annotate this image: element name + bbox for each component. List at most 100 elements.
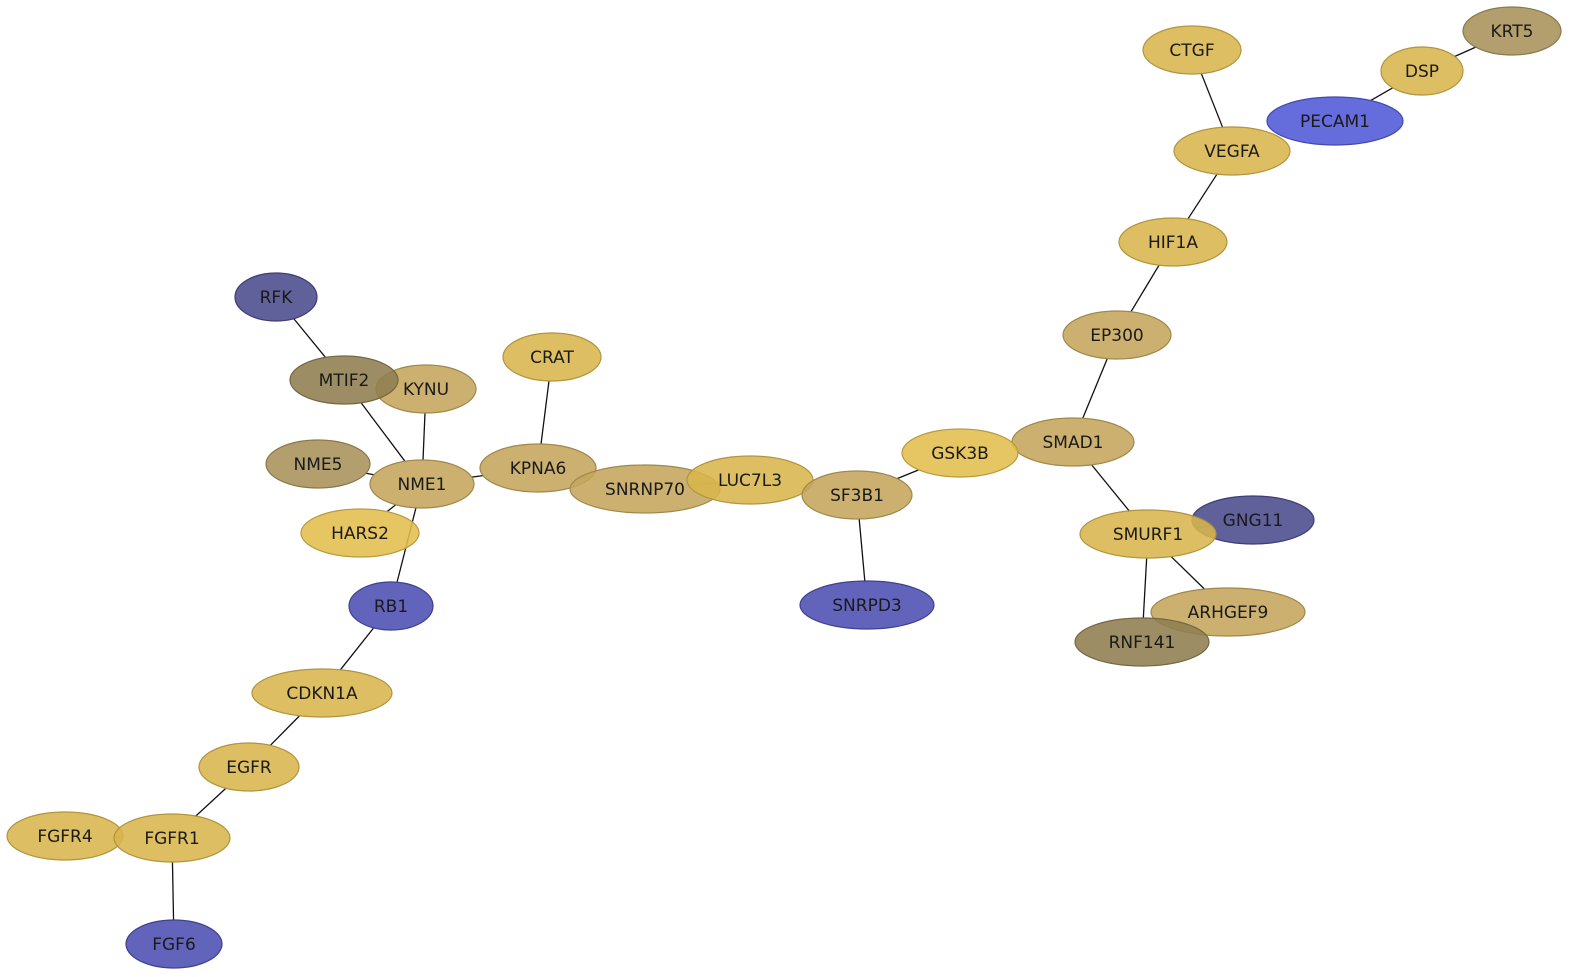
node-rb1[interactable]: RB1 [348, 581, 434, 631]
edge-ctgf-vegfa [1200, 73, 1224, 128]
node-label-smad1: SMAD1 [1043, 433, 1104, 453]
edge-smurf1-arhgef9 [1170, 556, 1206, 590]
node-label-kpna6: KPNA6 [510, 459, 567, 479]
node-shape-sf3b1 [801, 470, 913, 520]
node-label-sf3b1: SF3B1 [830, 486, 884, 506]
edge-ep300-smad1 [1082, 358, 1108, 419]
node-shape-rnf141 [1074, 617, 1210, 667]
node-label-egfr: EGFR [226, 758, 272, 778]
node-label-cdkn1a: CDKN1A [286, 684, 358, 704]
edge-fgfr1-fgf6 [171, 861, 175, 921]
edge-nme1-kynu [422, 412, 426, 461]
node-fgfr1[interactable]: FGFR1 [113, 813, 231, 863]
node-label-fgfr4: FGFR4 [37, 827, 92, 847]
edge-kpna6-nme1 [471, 474, 484, 478]
node-gsk3b[interactable]: GSK3B [901, 428, 1019, 478]
node-crat[interactable]: CRAT [502, 332, 602, 382]
edge-sf3b1-snrpd3 [858, 518, 866, 582]
node-hif1a[interactable]: HIF1A [1118, 217, 1228, 267]
node-egfr[interactable]: EGFR [198, 742, 300, 792]
node-label-hif1a: HIF1A [1148, 233, 1198, 253]
edge-vegfa-hif1a [1187, 173, 1218, 220]
node-ep300[interactable]: EP300 [1062, 310, 1172, 360]
node-sf3b1[interactable]: SF3B1 [801, 470, 913, 520]
node-smad1[interactable]: SMAD1 [1011, 417, 1135, 467]
node-krt5[interactable]: KRT5 [1462, 6, 1562, 56]
node-rnf141[interactable]: RNF141 [1074, 617, 1210, 667]
node-shape-cdkn1a [251, 668, 393, 718]
node-label-pecam1: PECAM1 [1300, 112, 1370, 132]
node-nme5[interactable]: NME5 [265, 439, 371, 489]
node-cdkn1a[interactable]: CDKN1A [251, 668, 393, 718]
node-shape-fgfr1 [113, 813, 231, 863]
node-label-gsk3b: GSK3B [931, 444, 989, 464]
node-shape-krt5 [1462, 6, 1562, 56]
node-label-vegfa: VEGFA [1204, 142, 1260, 162]
node-label-nme1: NME1 [398, 475, 447, 495]
node-shape-egfr [198, 742, 300, 792]
node-kpna6[interactable]: KPNA6 [479, 443, 597, 493]
node-fgf6[interactable]: FGF6 [125, 919, 223, 969]
edge-nme1-hars2 [386, 504, 397, 513]
node-label-ctgf: CTGF [1169, 41, 1214, 61]
node-vegfa[interactable]: VEGFA [1173, 126, 1291, 176]
node-arhgef9[interactable]: ARHGEF9 [1150, 587, 1306, 637]
node-dsp[interactable]: DSP [1380, 46, 1464, 96]
node-nme1[interactable]: NME1 [369, 459, 475, 509]
node-shape-kpna6 [479, 443, 597, 493]
edge-dsp-krt5 [1454, 46, 1476, 58]
edge-smurf1-rnf141 [1142, 557, 1148, 619]
node-shape-ep300 [1062, 310, 1172, 360]
edge-egfr-fgfr1 [195, 787, 227, 817]
node-label-gng11: GNG11 [1223, 511, 1284, 531]
node-shape-ctgf [1142, 25, 1242, 75]
node-shape-mtif2 [289, 355, 399, 405]
edge-dsp-pecam1 [1370, 87, 1394, 102]
edge-kpna6-crat [540, 380, 550, 445]
node-snrnp70[interactable]: SNRNP70 [569, 464, 721, 514]
edge-nme1-nme5 [365, 472, 375, 476]
node-shape-snrpd3 [799, 580, 935, 630]
node-shape-gsk3b [901, 428, 1019, 478]
node-label-dsp: DSP [1405, 62, 1439, 82]
node-label-arhgef9: ARHGEF9 [1188, 603, 1269, 623]
node-shape-dsp [1380, 46, 1464, 96]
node-label-rfk: RFK [260, 288, 294, 308]
node-label-luc7l3: LUC7L3 [718, 471, 782, 491]
node-hars2[interactable]: HARS2 [300, 508, 420, 558]
node-snrpd3[interactable]: SNRPD3 [799, 580, 935, 630]
node-label-rb1: RB1 [374, 597, 408, 617]
node-shape-nme5 [265, 439, 371, 489]
node-shape-smurf1 [1079, 509, 1217, 559]
node-label-fgf6: FGF6 [152, 935, 196, 955]
edge-smad1-smurf1 [1091, 464, 1130, 512]
node-smurf1[interactable]: SMURF1 [1079, 509, 1217, 559]
node-fgfr4[interactable]: FGFR4 [6, 811, 124, 861]
node-shape-crat [502, 332, 602, 382]
node-shape-nme1 [369, 459, 475, 509]
node-shape-arhgef9 [1150, 587, 1306, 637]
node-label-krt5: KRT5 [1491, 22, 1534, 42]
node-kynu[interactable]: KYNU [375, 364, 477, 414]
node-gng11[interactable]: GNG11 [1191, 495, 1315, 545]
node-label-rnf141: RNF141 [1109, 633, 1176, 653]
node-rfk[interactable]: RFK [234, 272, 318, 322]
edge-hif1a-ep300 [1130, 264, 1160, 313]
node-label-hars2: HARS2 [331, 524, 389, 544]
edge-nme1-mtif2 [360, 402, 406, 462]
node-shape-pecam1 [1266, 96, 1404, 146]
edge-rb1-cdkn1a [339, 627, 375, 671]
node-label-mtif2: MTIF2 [319, 371, 370, 391]
node-ctgf[interactable]: CTGF [1142, 25, 1242, 75]
edge-cdkn1a-egfr [269, 715, 301, 746]
node-shape-rb1 [348, 581, 434, 631]
node-shape-vegfa [1173, 126, 1291, 176]
edge-mtif2-rfk [293, 318, 327, 358]
node-mtif2[interactable]: MTIF2 [289, 355, 399, 405]
node-pecam1[interactable]: PECAM1 [1266, 96, 1404, 146]
node-luc7l3[interactable]: LUC7L3 [686, 455, 814, 505]
node-label-crat: CRAT [530, 348, 574, 368]
node-shape-fgf6 [125, 919, 223, 969]
